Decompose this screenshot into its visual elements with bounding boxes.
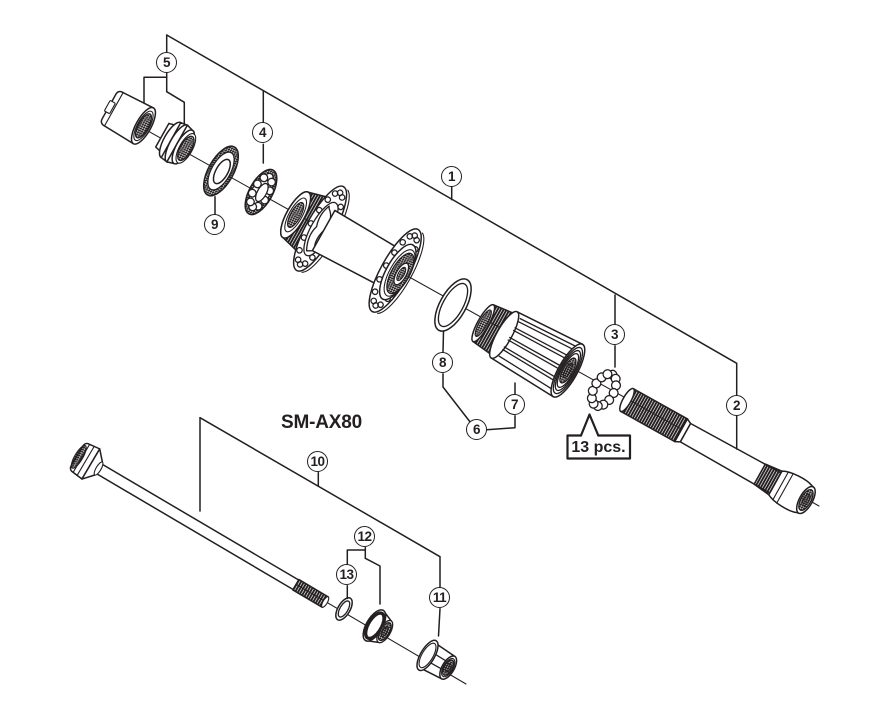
axis-lines [95,111,820,685]
callout-5: 5 [156,52,177,73]
callout-5-number: 5 [162,55,171,70]
quantity-note-box [566,413,632,460]
callout-11-number: 11 [432,590,447,605]
callout-8-number: 8 [438,355,447,370]
callout-4-number: 4 [258,125,267,140]
callout-11: 11 [429,587,450,608]
o-ring-drawing [434,278,472,332]
serrated-nut-drawing [362,609,394,644]
hub-axle-drawing [619,387,816,515]
freehub-splines [498,317,578,391]
callout-13: 13 [336,564,357,585]
callout-13-number: 13 [339,567,354,582]
cone-ball-retainer-drawing [244,168,278,216]
callout-4: 4 [252,122,273,143]
seal-ring-drawing [202,145,240,197]
callout-12-number: 12 [357,529,372,544]
callout-8: 8 [432,352,453,373]
small-o-ring-drawing [335,597,353,621]
axle-nut-drawing [416,639,458,680]
callout-2-number: 2 [732,398,741,413]
callout-6-number: 6 [472,422,481,437]
lock-ring-cap-drawing [100,90,157,145]
callout-6: 6 [466,419,487,440]
steel-balls-drawing [586,369,622,412]
lock-nut-drawing [154,121,197,165]
callout-3-number: 3 [610,327,619,342]
hub-shell-drawing [279,185,425,314]
freehub-body-drawing [471,303,586,398]
skewer-rod-drawing [69,442,330,608]
callout-9: 9 [204,214,225,235]
callout-7-number: 7 [510,397,519,412]
callout-2: 2 [726,395,747,416]
callout-1-number: 1 [447,169,456,184]
callout-7: 7 [504,394,525,415]
callout-3: 3 [604,324,625,345]
leader-lines [143,34,738,637]
callout-10-number: 10 [310,454,325,469]
quantity-note-label: 13 pcs. [571,438,626,456]
callout-1: 1 [441,166,462,187]
callout-10: 10 [307,451,328,472]
callout-9-number: 9 [210,217,219,232]
callout-12: 12 [354,526,375,547]
model-label: SM-AX80 [281,412,362,433]
